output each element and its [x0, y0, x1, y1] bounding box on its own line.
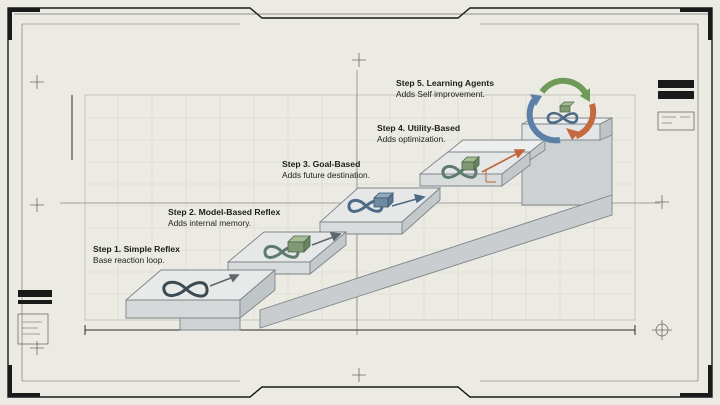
step-4-label: Step 4. Utility-Based Adds optimization. [377, 123, 460, 144]
step-1-description: Base reaction loop. [93, 254, 165, 265]
right-side-widget [657, 80, 695, 131]
step-block-4 [418, 139, 547, 187]
step-3-description: Adds future destination. [282, 169, 370, 180]
learning-cycle-icon [526, 77, 597, 144]
goal-arrow-icon [311, 232, 342, 246]
infinity-icon [441, 165, 478, 179]
goal-arrow-icon [391, 193, 426, 207]
step-5-label: Step 5. Learning Agents Adds Self improv… [396, 78, 494, 99]
frame-corner-accents [8, 8, 712, 397]
step-1-title: Step 1. Simple Reflex [93, 244, 180, 254]
step-4-description: Adds optimization. [377, 133, 446, 144]
left-side-widget [17, 290, 52, 345]
step-block-1 [124, 269, 277, 331]
memory-box-icon [287, 235, 311, 253]
infinity-icon [347, 199, 384, 213]
step-3-label: Step 3. Goal-Based Adds future destinati… [282, 159, 370, 180]
step-4-title: Step 4. Utility-Based [377, 123, 461, 133]
crosshair-icon [30, 53, 672, 382]
step-2-label: Step 2. Model-Based Reflex Adds internal… [168, 207, 280, 228]
memory-box-icon [461, 156, 480, 171]
step-5-title: Step 5. Learning Agents [396, 78, 495, 88]
step-1-label: Step 1. Simple Reflex Base reaction loop… [93, 244, 180, 265]
step-5-description: Adds Self improvement. [396, 88, 485, 99]
memory-box-icon [373, 192, 394, 208]
infinity-icon [263, 245, 300, 259]
infinity-icon [162, 280, 209, 298]
step-3-title: Step 3. Goal-Based [282, 159, 361, 169]
optimization-arrow-icon [481, 149, 526, 183]
hud-frame [7, 7, 713, 398]
step-2-description: Adds internal memory. [168, 217, 252, 228]
goal-arrow-icon [209, 274, 240, 287]
step-2-title: Step 2. Model-Based Reflex [168, 207, 281, 217]
